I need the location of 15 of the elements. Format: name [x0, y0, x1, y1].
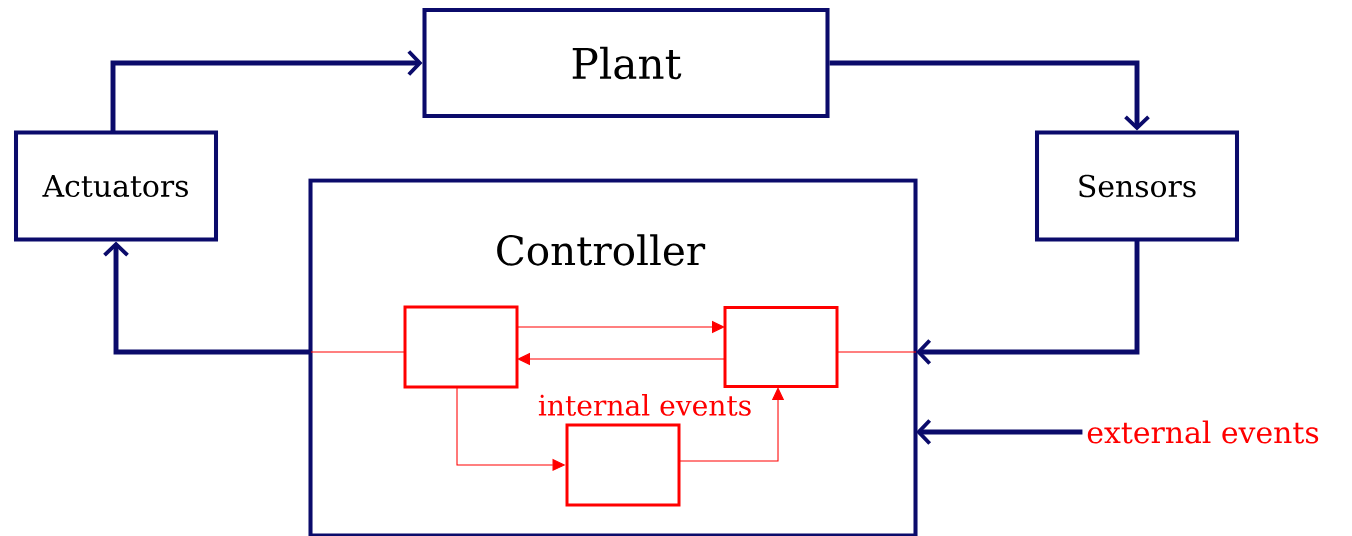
- process-box: Actuators: [14, 130, 219, 242]
- arrow: [103, 241, 311, 355]
- arrow: [916, 419, 1083, 445]
- connector-line: [310, 351, 406, 353]
- connector-line: [836, 351, 917, 353]
- annotation-text: internal events: [538, 394, 751, 416]
- event-label: external events: [1087, 420, 1319, 444]
- arrow: [110, 50, 423, 133]
- event-box: [403, 305, 519, 389]
- process-box: Sensors: [1035, 130, 1240, 242]
- arrow: [829, 60, 1150, 131]
- event-box: [723, 306, 839, 388]
- arrow: [916, 240, 1140, 365]
- process-box: Plant: [422, 7, 830, 118]
- event-box: [565, 423, 681, 507]
